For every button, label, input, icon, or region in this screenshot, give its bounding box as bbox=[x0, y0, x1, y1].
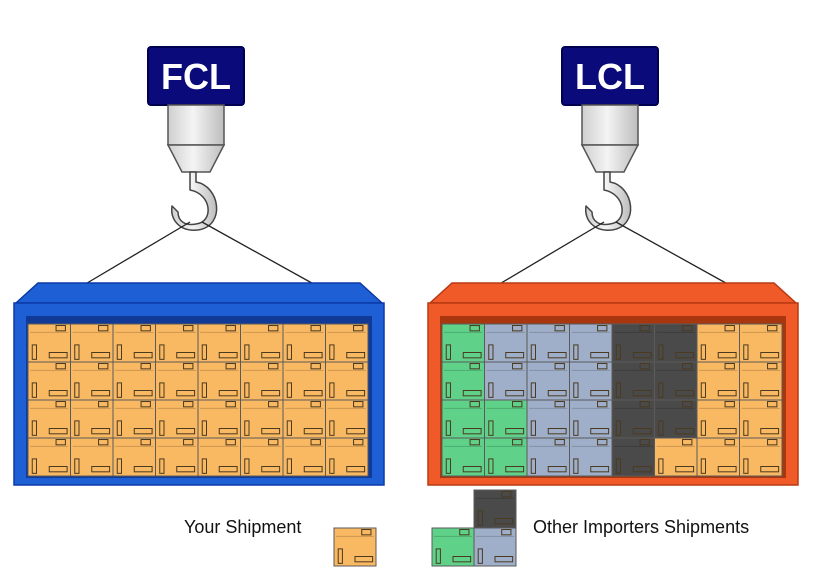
cargo-box-yours bbox=[27, 323, 71, 363]
fcl-crane-hook bbox=[166, 104, 226, 231]
fcl-sign: FCL bbox=[147, 46, 245, 106]
fcl-cargo-grid bbox=[27, 323, 369, 477]
fcl-rope-left bbox=[71, 221, 191, 293]
lcl-rope-left bbox=[485, 221, 605, 293]
legend-other-shipments-boxes bbox=[431, 489, 517, 567]
cargo-box-yours bbox=[155, 437, 199, 477]
legend-your-shipment-label: Your Shipment bbox=[184, 517, 301, 537]
fcl-hook-shaft bbox=[167, 104, 225, 146]
cargo-box-green bbox=[484, 399, 528, 439]
cargo-box-yours bbox=[155, 323, 199, 363]
cargo-box-blue bbox=[526, 437, 570, 477]
cargo-box-yours bbox=[197, 323, 241, 363]
legend-box-dark bbox=[473, 489, 517, 529]
cargo-box-dark bbox=[611, 323, 655, 363]
cargo-box-green bbox=[484, 437, 528, 477]
cargo-box-blue bbox=[484, 361, 528, 401]
cargo-box-dark bbox=[654, 399, 698, 439]
cargo-box-yours bbox=[325, 437, 369, 477]
legend-box-yours bbox=[333, 527, 377, 567]
cargo-box-yours bbox=[739, 399, 783, 439]
cargo-box-yours bbox=[739, 361, 783, 401]
legend-box-green bbox=[431, 527, 475, 567]
cargo-box-blue bbox=[526, 323, 570, 363]
cargo-box-blue bbox=[526, 361, 570, 401]
cargo-box-yours bbox=[240, 437, 284, 477]
lcl-crane-hook bbox=[580, 104, 640, 231]
cargo-box-yours bbox=[739, 437, 783, 477]
cargo-box-yours bbox=[654, 437, 698, 477]
cargo-box-yours bbox=[739, 323, 783, 363]
cargo-box-yours bbox=[112, 323, 156, 363]
cargo-box-yours bbox=[696, 323, 740, 363]
cargo-box-yours bbox=[240, 323, 284, 363]
cargo-box-yours bbox=[282, 437, 326, 477]
cargo-box-dark bbox=[654, 323, 698, 363]
cargo-box-yours bbox=[155, 361, 199, 401]
cargo-box-dark bbox=[611, 361, 655, 401]
cargo-box-yours bbox=[197, 437, 241, 477]
cargo-box-yours bbox=[27, 437, 71, 477]
lcl-hook-icon bbox=[585, 171, 632, 231]
cargo-box-yours bbox=[240, 399, 284, 439]
fcl-container-top bbox=[14, 282, 384, 304]
legend: Your Shipment Other Importers Shipments bbox=[184, 489, 749, 567]
lcl-cargo-grid bbox=[441, 323, 783, 477]
cargo-box-yours bbox=[27, 399, 71, 439]
legend-box-blue bbox=[473, 527, 517, 567]
cargo-box-green bbox=[441, 437, 485, 477]
legend-your-shipment-box bbox=[333, 527, 377, 567]
cargo-box-yours bbox=[282, 323, 326, 363]
lcl-container bbox=[427, 282, 799, 486]
cargo-box-yours bbox=[70, 361, 114, 401]
cargo-box-yours bbox=[112, 361, 156, 401]
cargo-box-yours bbox=[240, 361, 284, 401]
cargo-box-yours bbox=[155, 399, 199, 439]
lcl-rope-right bbox=[615, 221, 743, 293]
cargo-box-yours bbox=[696, 399, 740, 439]
cargo-box-yours bbox=[70, 399, 114, 439]
lcl-hook-taper bbox=[580, 144, 640, 173]
cargo-box-blue bbox=[569, 437, 613, 477]
cargo-box-yours bbox=[70, 437, 114, 477]
cargo-box-yours bbox=[70, 323, 114, 363]
lcl-sign-label: LCL bbox=[575, 56, 645, 97]
cargo-box-blue bbox=[484, 323, 528, 363]
cargo-box-blue bbox=[569, 323, 613, 363]
cargo-box-green bbox=[441, 323, 485, 363]
cargo-box-yours bbox=[325, 399, 369, 439]
cargo-box-yours bbox=[197, 361, 241, 401]
fcl-container bbox=[13, 282, 385, 486]
cargo-box-yours bbox=[197, 399, 241, 439]
cargo-box-green bbox=[441, 399, 485, 439]
fcl-hook-icon bbox=[171, 171, 218, 231]
lcl-sign: LCL bbox=[561, 46, 659, 106]
cargo-box-dark bbox=[611, 399, 655, 439]
lcl-hook-shaft bbox=[581, 104, 639, 146]
cargo-box-dark bbox=[654, 361, 698, 401]
cargo-box-yours bbox=[112, 399, 156, 439]
legend-other-shipments-label: Other Importers Shipments bbox=[533, 517, 749, 537]
cargo-box-yours bbox=[696, 361, 740, 401]
cargo-box-yours bbox=[27, 361, 71, 401]
cargo-box-blue bbox=[569, 399, 613, 439]
lcl-panel: LCL bbox=[427, 46, 799, 486]
fcl-hook-taper bbox=[166, 144, 226, 173]
cargo-box-yours bbox=[282, 361, 326, 401]
cargo-box-dark bbox=[611, 437, 655, 477]
cargo-box-yours bbox=[282, 399, 326, 439]
fcl-rope-right bbox=[201, 221, 329, 293]
fcl-sign-label: FCL bbox=[161, 56, 231, 97]
cargo-box-yours bbox=[325, 323, 369, 363]
cargo-box-blue bbox=[569, 361, 613, 401]
cargo-box-green bbox=[441, 361, 485, 401]
cargo-box-yours bbox=[325, 361, 369, 401]
cargo-box-blue bbox=[526, 399, 570, 439]
lcl-container-top bbox=[428, 282, 798, 304]
cargo-box-yours bbox=[696, 437, 740, 477]
fcl-panel: FCL bbox=[13, 46, 385, 486]
cargo-box-yours bbox=[112, 437, 156, 477]
